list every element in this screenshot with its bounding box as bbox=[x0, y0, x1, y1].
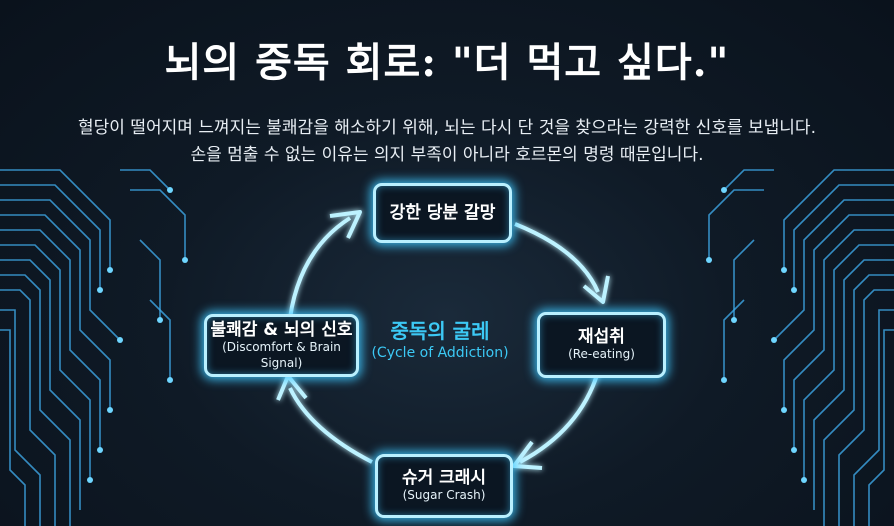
node-label: 강한 당분 갈망 bbox=[389, 202, 496, 223]
cycle-arrow-icon bbox=[288, 216, 352, 319]
node-label: 불쾌감 & 뇌의 신호 bbox=[210, 319, 353, 340]
node-discomfort-signal: 불쾌감 & 뇌의 신호 (Discomfort & Brain Signal) bbox=[204, 314, 359, 377]
center-title: 중독의 굴레 bbox=[390, 319, 490, 343]
node-sugar-crash: 슈거 크래시 (Sugar Crash) bbox=[375, 454, 513, 518]
cycle-arrow-icon bbox=[519, 371, 600, 464]
node-sublabel: (Sugar Crash) bbox=[402, 488, 486, 503]
cycle-arrow-icon bbox=[288, 387, 373, 464]
node-sublabel: (Re-eating) bbox=[568, 347, 635, 362]
page-title: 뇌의 중독 회로: "더 먹고 싶다." bbox=[164, 39, 730, 86]
node-sublabel: (Discomfort & Brain Signal) bbox=[222, 340, 341, 370]
node-re-eating: 재섭취 (Re-eating) bbox=[537, 312, 666, 378]
node-label: 재섭취 bbox=[578, 327, 625, 347]
cycle-center-label: 중독의 굴레 (Cycle of Addiction) bbox=[360, 318, 520, 362]
cycle-arrow-icon bbox=[514, 222, 600, 293]
circuit-board-icon bbox=[0, 169, 188, 526]
center-subtitle: (Cycle of Addiction) bbox=[371, 345, 509, 361]
circuit-board-icon bbox=[706, 169, 894, 526]
node-sugar-craving: 강한 당분 갈망 bbox=[373, 183, 512, 243]
subtitle-line-2: 손을 멈출 수 없는 이유는 의지 부족이 아니라 호르몬의 명령 때문입니다. bbox=[190, 145, 704, 165]
node-label: 슈거 크래시 bbox=[401, 468, 487, 488]
subtitle-line-1: 혈당이 떨어지며 느껴지는 불쾌감을 해소하기 위해, 뇌는 다시 단 것을 찾… bbox=[78, 118, 816, 138]
